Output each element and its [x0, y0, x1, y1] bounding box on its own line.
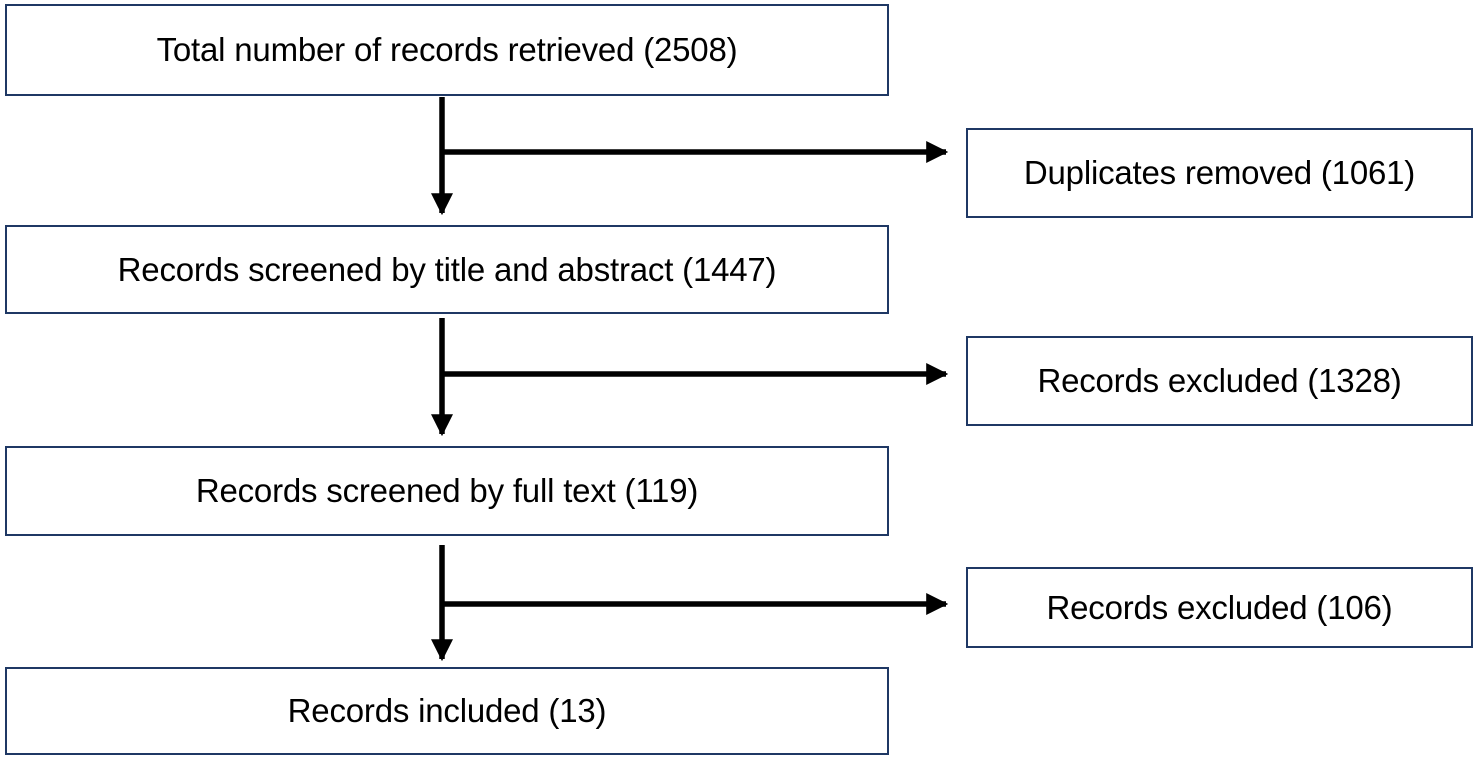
title-abstract-screening-box: Records screened by title and abstract (…: [5, 225, 889, 314]
records-excluded-full-text-box: Records excluded (106): [966, 567, 1473, 648]
duplicates-removed-box: Duplicates removed (1061): [966, 128, 1473, 218]
records-retrieved-label: Total number of records retrieved (2508): [156, 31, 738, 68]
records-excluded-full-text-label: Records excluded (106): [1046, 588, 1393, 626]
records-included-box: Records included (13): [5, 667, 889, 755]
full-text-screening-label: Records screened by full text (119): [195, 472, 699, 509]
records-retrieved-box: Total number of records retrieved (2508): [5, 4, 889, 96]
records-excluded-screening-label: Records excluded (1328): [1037, 362, 1402, 399]
duplicates-removed-label: Duplicates removed (1061): [1023, 154, 1416, 191]
title-abstract-screening-label: Records screened by title and abstract (…: [117, 250, 777, 288]
records-excluded-screening-box: Records excluded (1328): [966, 336, 1473, 426]
full-text-screening-box: Records screened by full text (119): [5, 446, 889, 536]
records-included-label: Records included (13): [287, 692, 607, 729]
